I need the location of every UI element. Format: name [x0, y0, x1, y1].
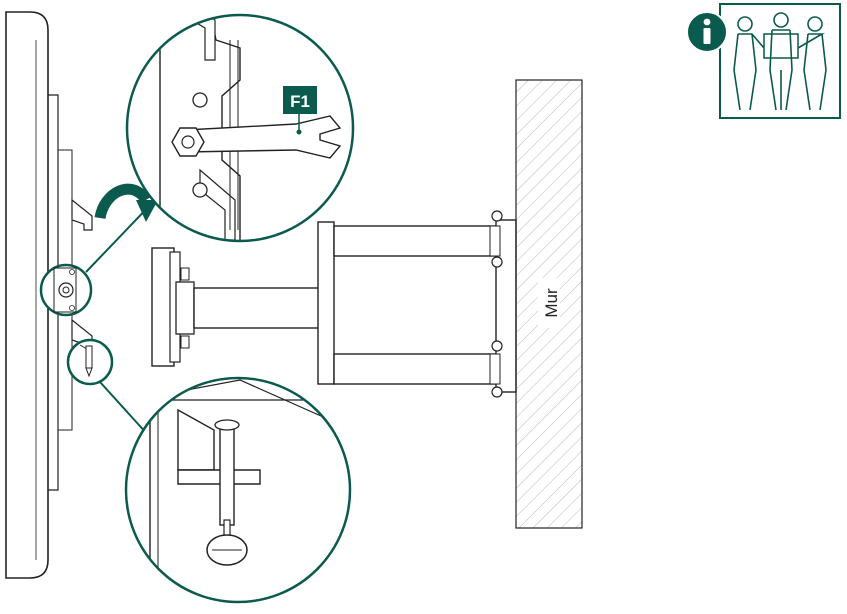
wall: Mur [515, 79, 583, 529]
part-tag-f1: F1 [283, 86, 317, 114]
detail-marker-screw [66, 338, 114, 386]
detail-view-top [125, 13, 355, 243]
detail-view-bottom [124, 376, 352, 604]
two-person-lift-icon [719, 3, 841, 119]
mount-arm [151, 210, 517, 398]
rotate-arrow-icon [94, 183, 158, 222]
part-code-label: F1 [290, 92, 310, 111]
callout-connectors [85, 199, 156, 436]
info-icon [686, 11, 728, 53]
detail-marker-nut [39, 263, 93, 317]
wall-label: Mur [542, 288, 561, 318]
